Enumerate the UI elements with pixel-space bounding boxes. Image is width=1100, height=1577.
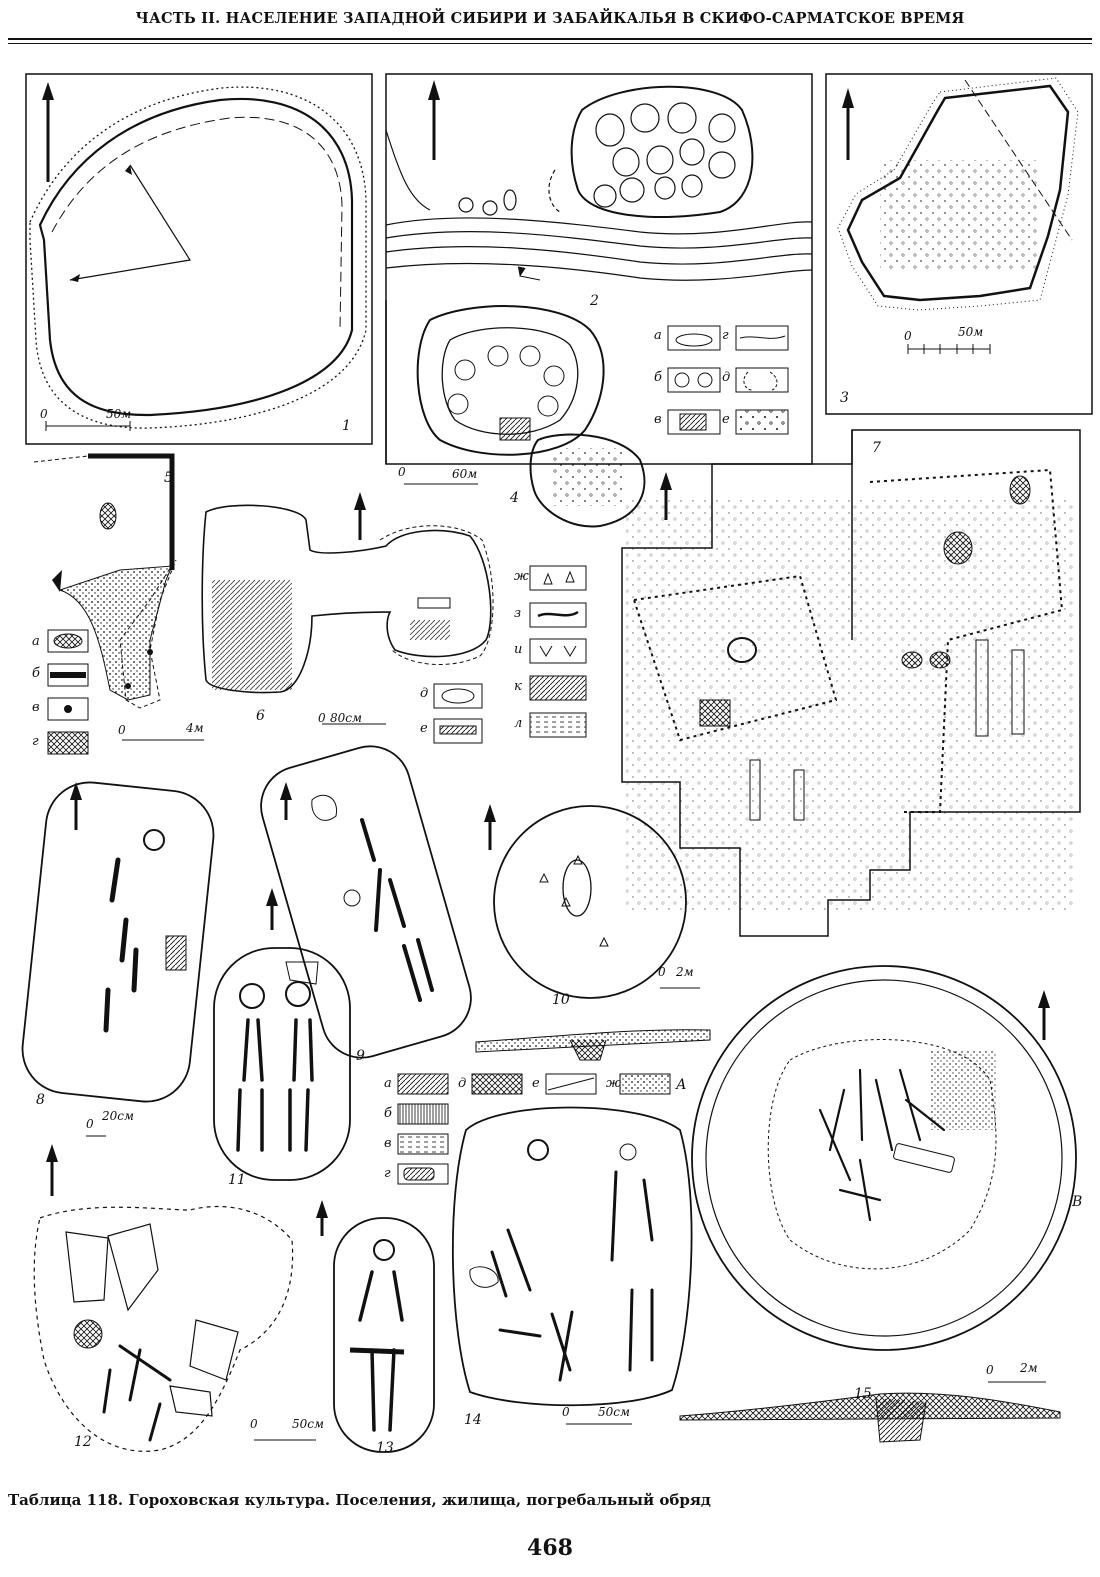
dwelling-legend-right: ж з и к л	[514, 565, 587, 738]
fig8-scale-zero: 0	[86, 1117, 94, 1131]
svg-text:А: А	[675, 1077, 687, 1093]
north-arrow-head-icon	[42, 82, 54, 100]
figure-8-burial: 0 20см 8	[21, 781, 215, 1137]
north-arrow-icon	[354, 492, 366, 510]
settlement-legend: а г б д в е	[654, 325, 789, 435]
fig8-scale-label: 20см	[101, 1109, 134, 1123]
north-arrow-icon	[484, 804, 496, 822]
fig1-scale-zero: 0	[40, 407, 48, 421]
figure-5-dwelling-plan: 0 4м 5 а б в г	[32, 453, 204, 755]
north-arrow-icon	[70, 782, 82, 800]
header-rule	[8, 38, 1092, 40]
figure-4-double-settlement: 0 60м 4	[385, 300, 672, 528]
svg-text:е: е	[722, 412, 730, 427]
fig2-number: 2	[589, 293, 599, 309]
fig10-number: 10	[552, 992, 570, 1008]
dwelling-legend-left: а б в г	[32, 629, 89, 755]
illustration-plate: 0 50м 1 2 а г	[21, 73, 1093, 1456]
fig15-scale-label: 2м	[1019, 1361, 1038, 1375]
figure-3-settlement-plan: 0 50м 3	[825, 73, 1093, 415]
svg-text:з: з	[514, 606, 521, 621]
fig5-scale-zero: 0	[118, 723, 126, 737]
north-arrow-icon	[46, 1144, 58, 1162]
svg-text:и: и	[514, 642, 522, 657]
fig10-scale-zero: 0	[658, 965, 666, 979]
fig14-scale-zero: 0	[562, 1405, 570, 1419]
svg-text:а: а	[384, 1076, 392, 1091]
fig13-number: 13	[376, 1440, 394, 1456]
fig12-number: 12	[74, 1434, 92, 1450]
fig15-section-mark: В	[1071, 1194, 1082, 1210]
kurgan-legend: а д е ж А б в г	[384, 1029, 711, 1185]
figure-9-burial: 9	[260, 745, 472, 1064]
north-arrow-icon	[1038, 990, 1050, 1008]
svg-text:г: г	[32, 734, 39, 749]
fig6-number: 6	[256, 708, 265, 724]
svg-text:к: к	[514, 679, 522, 694]
svg-text:ж: ж	[514, 569, 529, 584]
page-number: 468	[527, 1535, 573, 1561]
figure-2-settlement-river: 2 а г б д в е	[385, 73, 813, 465]
svg-text:д: д	[420, 686, 428, 701]
north-arrow-icon	[266, 888, 278, 906]
figure-7-dwelling-complex: 7	[621, 429, 1081, 937]
svg-text:б: б	[654, 370, 662, 385]
fig3-scale-label: 50м	[958, 325, 983, 339]
north-arrow-icon	[280, 782, 292, 800]
fig10-scale-label: 2м	[675, 965, 694, 979]
fig7-number: 7	[872, 440, 881, 456]
fig13-scale-label: 50см	[292, 1417, 324, 1431]
svg-text:в: в	[654, 412, 662, 427]
north-arrow-icon	[842, 88, 854, 108]
fig14-scale-label: 50см	[598, 1405, 630, 1419]
plate-caption: Таблица 118. Гороховская культура. Посел…	[8, 1491, 711, 1509]
fig9-number: 9	[356, 1048, 365, 1064]
svg-text:е: е	[532, 1076, 540, 1091]
fig14-number: 14	[464, 1412, 482, 1428]
fig3-scale-zero: 0	[904, 329, 912, 343]
svg-text:в: в	[32, 700, 40, 715]
header-rule-thin	[8, 43, 1092, 44]
figure-10-kurgan-plan: 0 2м 10	[484, 804, 700, 1008]
north-arrow-icon	[428, 80, 440, 100]
fig11-number: 11	[228, 1172, 246, 1188]
figure-11-double-burial: 11	[213, 888, 351, 1188]
figure-14-burial: 0 50см 14	[451, 1106, 693, 1428]
figure-15-kurgan-with-ditch: В 0 2м 15	[679, 965, 1082, 1443]
svg-text:а: а	[654, 328, 662, 343]
fig1-number: 1	[342, 418, 351, 434]
svg-text:в: в	[384, 1136, 392, 1151]
svg-text:е: е	[420, 721, 428, 736]
figure-13-burial-with-dagger: 0 50см 13	[250, 1200, 435, 1456]
svg-text:д: д	[458, 1076, 466, 1091]
fig4-scale-zero: 0	[398, 465, 406, 479]
svg-text:а: а	[32, 634, 40, 649]
north-arrow-icon	[660, 472, 672, 490]
fig1-scale-label: 50м	[106, 407, 131, 421]
figure-1-fortification-plan: 0 50м 1	[25, 73, 373, 445]
figure-12-disturbed-burial: 12	[33, 1144, 294, 1452]
svg-text:д: д	[722, 370, 730, 385]
fig6-scale-label: 80см	[330, 711, 362, 725]
fig5-scale-label: 4м	[185, 721, 204, 735]
fig4-number: 4	[509, 490, 519, 506]
svg-text:г: г	[384, 1166, 391, 1181]
fig5-number: 5	[164, 470, 173, 486]
fig13-scale-zero: 0	[250, 1417, 258, 1431]
fig15-scale-zero: 0	[986, 1363, 994, 1377]
svg-text:б: б	[32, 666, 40, 681]
svg-text:б: б	[384, 1106, 392, 1121]
running-header: ЧАСТЬ II. НАСЕЛЕНИЕ ЗАПАДНОЙ СИБИРИ И ЗА…	[135, 10, 965, 27]
dwelling-legend-mid: д е	[420, 683, 483, 744]
fig6-scale-zero: 0	[318, 711, 326, 725]
fig4-scale-label: 60м	[452, 467, 477, 481]
figure-6-dwelling-with-corridor: 0 80см 6 д е ж з и к л	[201, 492, 587, 744]
fig3-number: 3	[840, 390, 849, 406]
svg-text:ж: ж	[606, 1076, 621, 1091]
svg-text:л: л	[514, 716, 522, 731]
svg-text:г: г	[722, 328, 729, 343]
north-arrow-icon	[316, 1200, 328, 1218]
fig8-number: 8	[36, 1092, 45, 1108]
